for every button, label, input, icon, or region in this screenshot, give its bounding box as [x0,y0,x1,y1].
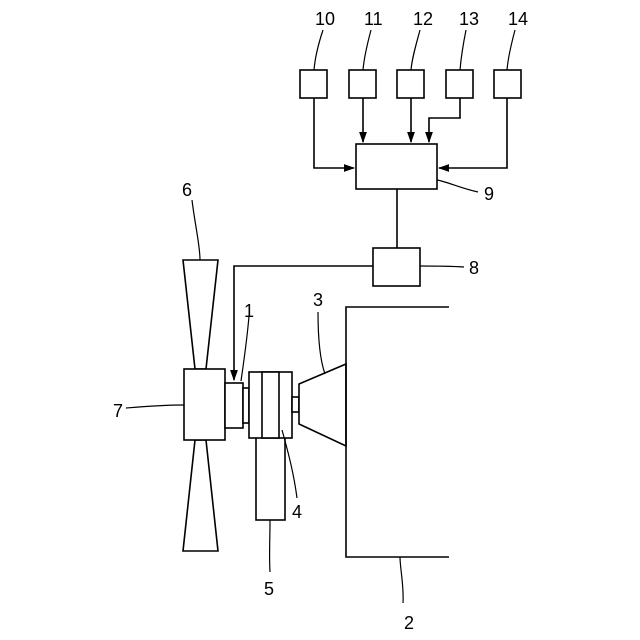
fan-blade-lower [183,440,218,551]
label-5: 5 [264,579,274,599]
pulley-hub-cone [299,364,346,446]
leader-6 [192,200,200,260]
leader-9 [437,180,478,192]
sensor-14-box [494,70,521,98]
label-9: 9 [484,184,494,204]
label-3: 3 [313,290,323,310]
label-10: 10 [315,9,335,29]
fan-clutch [225,383,243,428]
leader-7 [126,405,184,408]
sensor-12-box [397,70,424,98]
signal-line-14 [439,98,507,168]
signal-line-10 [314,98,354,168]
clutch-shaft [243,388,249,423]
engine-outline [346,307,449,557]
label-1: 1 [244,301,254,321]
driver-clutch-line [234,266,373,380]
leader-13 [460,30,466,70]
pulley-inner [262,372,279,438]
label-2: 2 [404,613,414,633]
pulley-shaft [292,397,299,412]
label-13: 13 [459,9,479,29]
signal-line-13 [429,98,460,142]
sensor-11-box [349,70,376,98]
leader-3 [318,312,325,374]
leader-2 [400,557,403,603]
leader-11 [363,30,371,70]
sensor-13-box [446,70,473,98]
controller-box [356,144,437,189]
sensor-10-box [300,70,327,98]
leader-10 [314,30,323,70]
label-12: 12 [413,9,433,29]
label-14: 14 [508,9,528,29]
driver-box [373,248,420,286]
leader-12 [411,30,420,70]
leader-8 [420,266,464,267]
leader-1 [241,316,249,381]
label-11: 11 [364,9,383,29]
leader-14 [507,30,515,70]
fan-hub [184,369,225,440]
fan-blade-upper [183,260,218,369]
label-4: 4 [292,502,302,522]
label-7: 7 [113,401,123,421]
label-8: 8 [469,258,479,278]
label-6: 6 [182,180,192,200]
